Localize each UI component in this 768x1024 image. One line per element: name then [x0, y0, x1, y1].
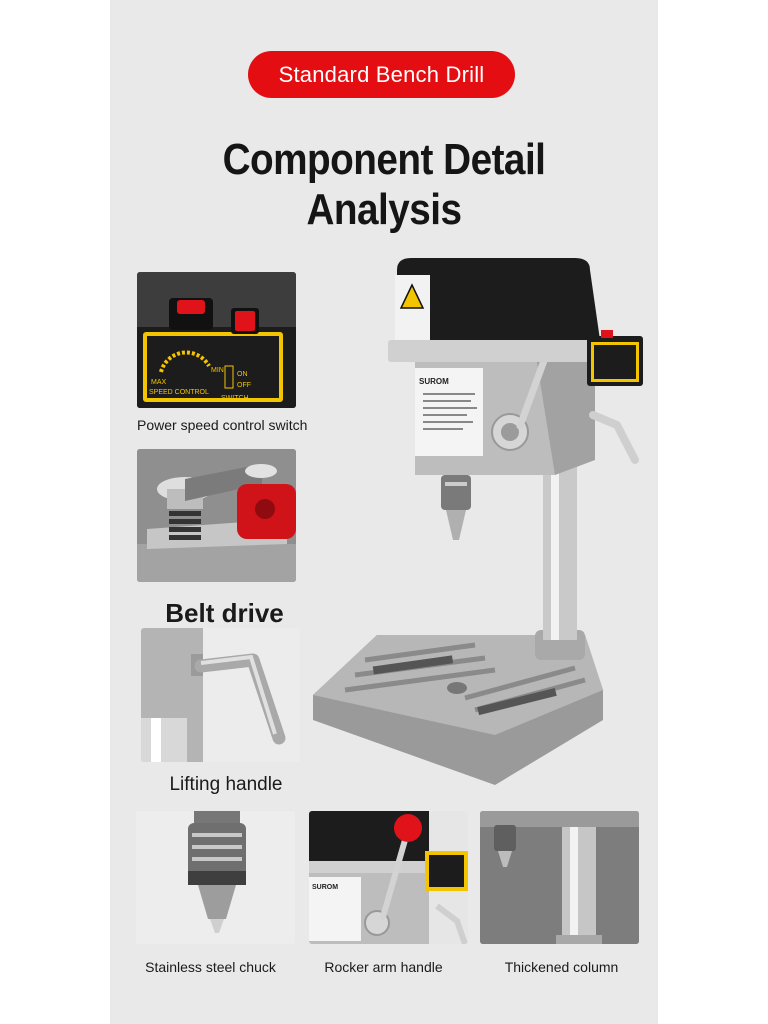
max-label: MAX: [151, 379, 167, 386]
brand-label: SUROM: [419, 377, 449, 386]
min-label: MIN: [211, 367, 224, 374]
detail-caption: Lifting handle: [169, 774, 283, 795]
brand-label-small: SUROM: [312, 884, 338, 891]
detail-image-lifting-handle: [141, 628, 300, 762]
bench-drill-image: SUROM: [313, 258, 643, 785]
detail-image-chuck: [136, 811, 295, 944]
detail-image-column: [480, 811, 639, 944]
detail-caption: Power speed control switch: [137, 417, 308, 433]
detail-image-speed-control: MAX MIN SPEED CONTROL ON OFF SWITCH: [137, 272, 296, 408]
detail-caption: Belt drive: [165, 598, 284, 628]
detail-caption: Rocker arm handle: [324, 959, 443, 975]
detail-caption: Stainless steel chuck: [145, 959, 276, 975]
page-title: Component Detail Analysis: [222, 135, 546, 234]
switch-label: SWITCH: [221, 395, 249, 402]
detail-caption: Thickened column: [504, 959, 619, 975]
on-label: ON: [237, 371, 248, 378]
detail-image-belt-drive: [137, 449, 296, 582]
category-badge: Standard Bench Drill: [248, 51, 515, 98]
speed-control-label: SPEED CONTROL: [149, 389, 209, 396]
detail-image-rocker-arm: SUROM: [309, 811, 468, 944]
off-label: OFF: [237, 382, 251, 389]
